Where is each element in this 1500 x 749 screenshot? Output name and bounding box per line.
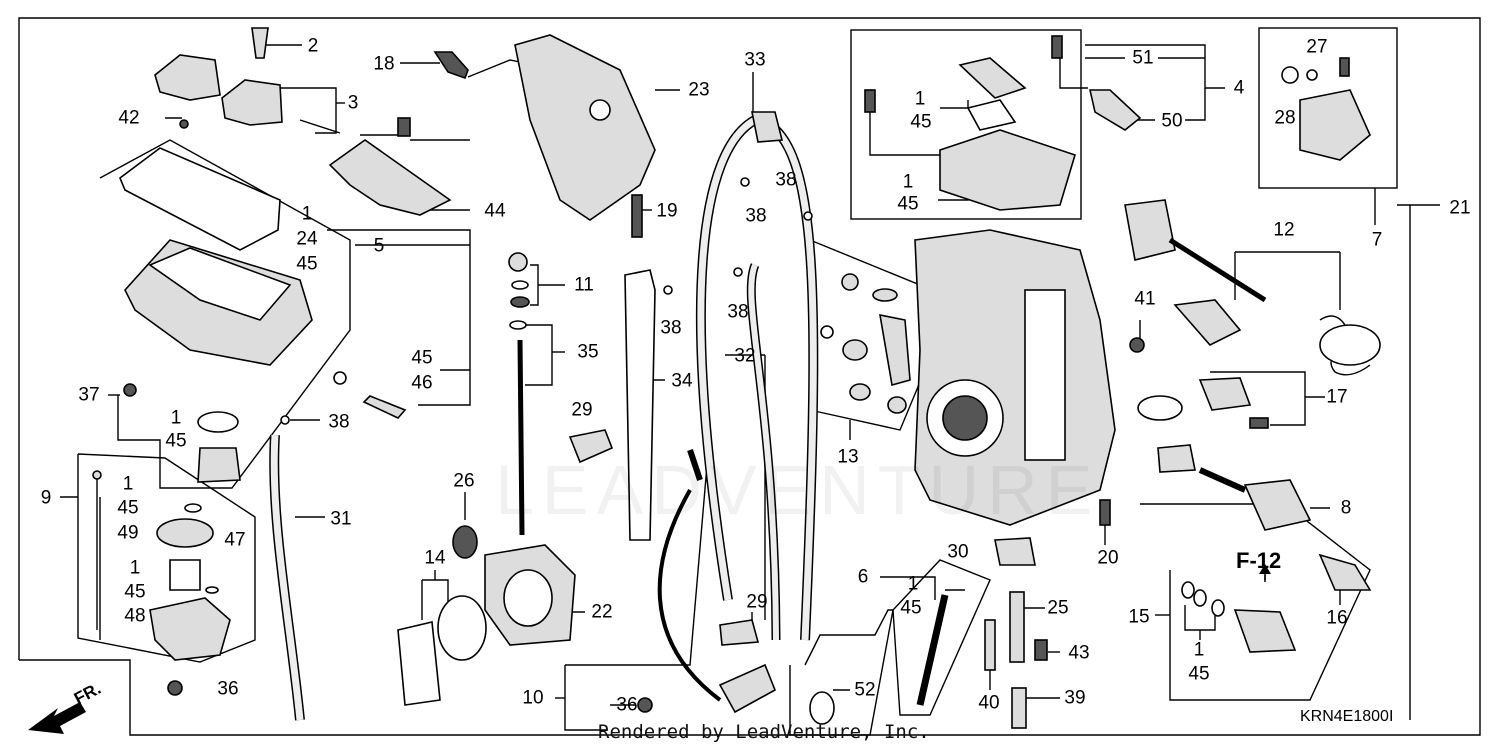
callout: 37 (78, 384, 100, 406)
callout: 41 (1134, 288, 1156, 310)
callout: 7 (1371, 229, 1383, 251)
callout: 3 (347, 92, 359, 114)
callout: 16 (1326, 607, 1348, 629)
callout: 33 (744, 49, 766, 71)
callout: 13 (837, 446, 859, 468)
callout: 36 (616, 694, 638, 716)
callout: 49 (117, 522, 139, 544)
callout: 1 (907, 573, 919, 595)
callout: 44 (484, 200, 506, 222)
callout: 6 (857, 566, 869, 588)
callout: 46 (411, 372, 433, 394)
callout: 8 (1340, 497, 1352, 519)
callout: 45 (910, 111, 932, 133)
callout: 36 (217, 678, 239, 700)
credit-text: Rendered by LeadVenture, Inc. (598, 721, 930, 743)
callout: 38 (328, 411, 350, 433)
front-arrow (28, 702, 86, 734)
callout: 1 (301, 203, 313, 225)
callout: 12 (1273, 219, 1295, 241)
callout: 45 (900, 597, 922, 619)
callout: 38 (745, 205, 767, 227)
callout: 20 (1097, 547, 1119, 569)
callout: 48 (124, 605, 146, 627)
callout: 32 (734, 345, 756, 367)
callout: 35 (577, 341, 599, 363)
parts (92, 27, 1381, 729)
callout: 1 (1193, 639, 1205, 661)
callout: 22 (591, 601, 613, 623)
callout: 45 (897, 193, 919, 215)
callout: 40 (978, 692, 1000, 714)
callout: 50 (1161, 110, 1183, 132)
callout: 34 (671, 370, 693, 392)
callout: 47 (224, 529, 246, 551)
callout: 15 (1128, 606, 1150, 628)
callout: 1 (122, 473, 134, 495)
callout: 45 (1188, 663, 1210, 685)
callout: 51 (1132, 47, 1154, 69)
callout: 23 (688, 79, 710, 101)
callout: 45 (117, 497, 139, 519)
reference-code: F-12 (1236, 548, 1282, 573)
callout: 30 (947, 541, 969, 563)
callout: 29 (746, 591, 768, 613)
callout: 2 (307, 35, 319, 57)
diagram-code: KRN4E1800I (1300, 708, 1394, 725)
callout: 27 (1306, 36, 1328, 58)
callout: 5 (373, 235, 385, 257)
callout: 4 (1233, 77, 1245, 99)
callout: 38 (660, 317, 682, 339)
callout: 1 (914, 88, 926, 110)
callout: 52 (854, 679, 876, 701)
callout: 24 (296, 228, 318, 250)
callout: 45 (124, 581, 146, 603)
callout: 1 (902, 171, 914, 193)
callout: 21 (1449, 197, 1471, 219)
callout: 1 (129, 557, 141, 579)
callout: 10 (522, 687, 544, 709)
callout: 43 (1068, 642, 1090, 664)
callout: 9 (40, 487, 52, 509)
outer-frame (18, 17, 1481, 736)
callout: 28 (1274, 107, 1296, 129)
callout: 25 (1047, 597, 1069, 619)
callout: 19 (656, 200, 678, 222)
callout: 38 (775, 169, 797, 191)
callout: 31 (330, 508, 352, 530)
callout: 11 (574, 274, 594, 296)
callout: 39 (1064, 687, 1086, 709)
callout: 45 (411, 347, 433, 369)
callout: 29 (571, 399, 593, 421)
watermark: LEADVENTURE (495, 451, 1101, 529)
callout: 45 (296, 253, 318, 275)
callout: 38 (727, 301, 749, 323)
callout: 14 (424, 547, 446, 569)
callout: 18 (373, 53, 395, 75)
callout: 45 (165, 430, 187, 452)
callout: 17 (1326, 386, 1348, 408)
callout: 1 (170, 407, 182, 429)
callout: 26 (453, 470, 475, 492)
callout: 42 (118, 107, 140, 129)
reference-arrow (1259, 564, 1271, 582)
